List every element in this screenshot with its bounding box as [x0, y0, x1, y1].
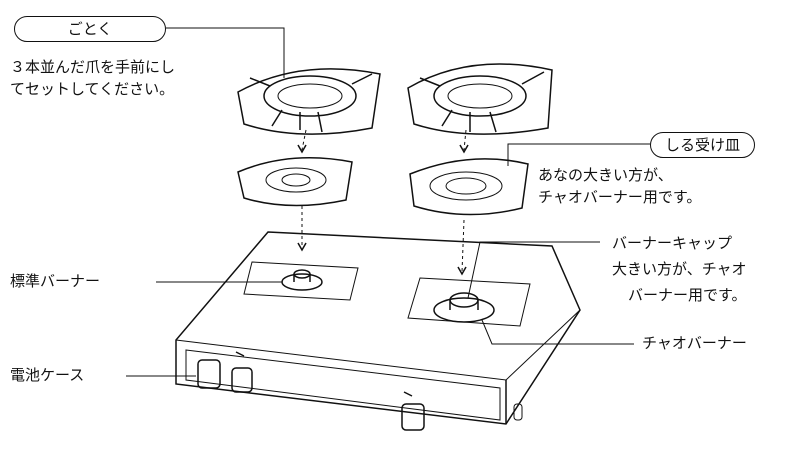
left-drip-tray	[237, 157, 353, 207]
burner-cap-note-line2: バーナー用です。	[628, 286, 747, 304]
gotoku-badge: ごとく	[14, 16, 166, 42]
left-trivet	[237, 68, 381, 135]
chao-burner-label: チャオバーナー	[642, 334, 747, 352]
gotoku-note-line1: ３本並んだ爪を手前にし	[10, 58, 176, 76]
battery-case-label: 電池ケース	[10, 366, 85, 384]
burner-cap-note-line1: 大きい方が、チャオ	[612, 260, 747, 278]
right-drip-tray	[409, 158, 529, 216]
standard-burner-label: 標準バーナー	[10, 272, 101, 290]
burner-cap-title: バーナーキャップ	[612, 234, 733, 252]
right-trivet	[407, 63, 553, 135]
tray-note-line2: チャオバーナー用です。	[538, 188, 702, 206]
gotoku-note-line2: てセットしてください。	[10, 80, 175, 98]
stove-body	[175, 231, 581, 431]
assembly-arrows	[297, 129, 469, 276]
tray-badge: しる受け皿	[650, 132, 756, 158]
leader-lines	[126, 27, 650, 377]
tray-note-line1: あなの大きい方が、	[538, 166, 673, 184]
